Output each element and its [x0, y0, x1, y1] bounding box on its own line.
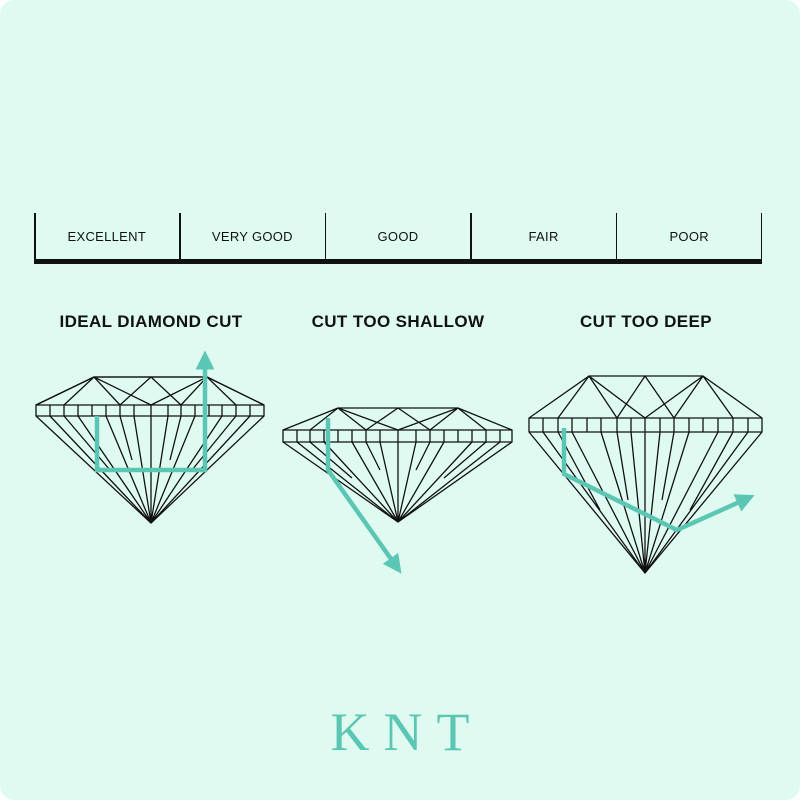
pavilion-facets	[296, 441, 501, 523]
diamond-deep	[528, 375, 763, 574]
scale-tick	[34, 213, 36, 261]
scale-label-good: GOOD	[377, 228, 419, 244]
girdle-facets	[542, 418, 749, 432]
girdle-facets	[49, 405, 251, 416]
scale-tick	[324, 213, 327, 261]
light-path-shallow	[325, 335, 402, 574]
diamond-ideal	[35, 376, 265, 524]
heading-too-shallow: CUT TOO SHALLOW	[311, 312, 485, 331]
light-path-deep	[561, 335, 755, 533]
scale-tick	[615, 213, 618, 261]
scale-label-fair: FAIR	[528, 228, 559, 244]
girdle-facets	[296, 430, 501, 442]
heading-too-deep: CUT TOO DEEP	[579, 312, 713, 331]
light-path-ideal	[94, 335, 215, 473]
heading-ideal-cut: IDEAL DIAMOND CUT	[59, 312, 243, 331]
crown-facets	[557, 375, 734, 419]
brand-logo: KNT	[330, 702, 484, 762]
scale-tick	[179, 213, 181, 261]
scale-tick	[470, 213, 472, 261]
pavilion-facets	[542, 431, 749, 574]
scale-baseline	[34, 259, 762, 264]
diamond-shallow	[282, 407, 513, 523]
scale-label-excellent: EXCELLENT	[67, 228, 147, 244]
diamond-deep-outline	[528, 375, 763, 574]
crown-facets	[309, 407, 487, 431]
scale-label-poor: POOR	[669, 228, 709, 244]
scale-tick	[760, 213, 762, 261]
diamond-shallow-outline	[282, 407, 513, 523]
scale-label-very-good: VERY GOOD	[211, 228, 293, 244]
crown-facets	[35, 376, 265, 406]
cut-grade-scale: EXCELLENT VERY GOOD GOOD FAIR POOR	[34, 213, 762, 265]
